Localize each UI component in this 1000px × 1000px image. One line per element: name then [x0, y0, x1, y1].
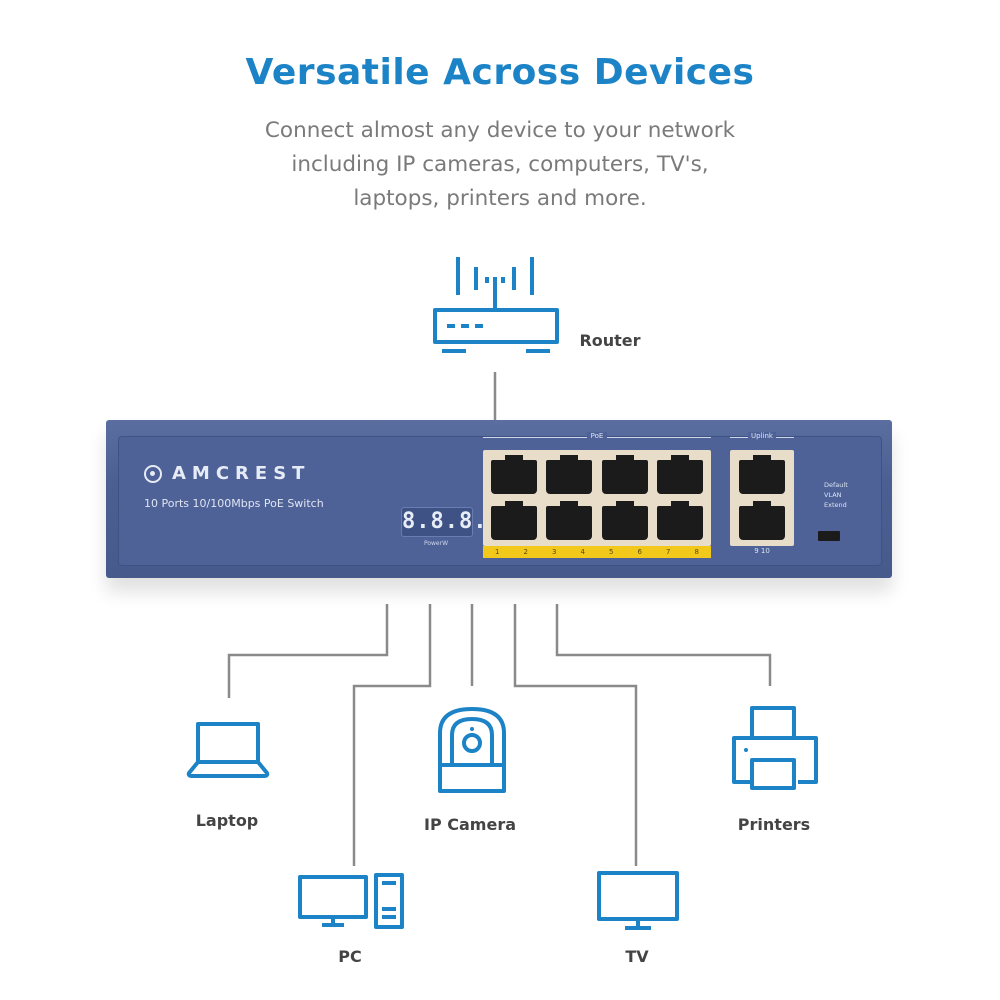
laptop-connector — [227, 604, 389, 698]
port-number: 3 — [552, 548, 557, 556]
power-display-label: PowerW — [423, 540, 449, 547]
port-number: 4 — [580, 548, 585, 556]
poe-port-8[interactable] — [657, 501, 703, 540]
poe-port-5[interactable] — [602, 455, 648, 494]
poe-switch: AMCREST 10 Ports 10/100Mbps PoE Switch 8… — [106, 420, 892, 578]
page-title: Versatile Across Devices — [245, 52, 755, 93]
router-icon — [433, 257, 559, 353]
mode-option: VLAN — [824, 491, 842, 499]
power-display: 8.8.8. — [401, 507, 486, 537]
mode-option: Default — [824, 481, 848, 489]
uplink-port-9[interactable] — [739, 455, 785, 494]
poe-port-numbers: 1 2 3 4 5 6 7 8 — [483, 546, 711, 558]
poe-port-3[interactable] — [546, 455, 592, 494]
port-number: 1 — [495, 548, 500, 556]
uplink-group-label: Uplink — [730, 432, 794, 440]
poe-group-text: PoE — [586, 432, 608, 440]
brand-name: AMCREST — [172, 463, 311, 484]
pc-label: PC — [338, 947, 362, 966]
uplink-group-text: Uplink — [748, 432, 776, 440]
laptop-icon — [186, 722, 270, 778]
printers-label: Printers — [737, 815, 811, 834]
mode-labels: Default VLAN Extend — [824, 480, 848, 510]
laptop-label: Laptop — [195, 811, 259, 830]
page-subtitle: Connect almost any device to your networ… — [0, 114, 1000, 216]
poe-port-6[interactable] — [602, 501, 648, 540]
poe-port-7[interactable] — [657, 455, 703, 494]
port-number: 5 — [609, 548, 614, 556]
mode-option: Extend — [824, 501, 847, 509]
amcrest-logo-icon — [144, 464, 162, 483]
uplink-port-10[interactable] — [739, 501, 785, 540]
poe-port-block — [483, 450, 711, 546]
uplink-port-block — [730, 450, 794, 546]
subtitle-line: including IP cameras, computers, TV's, — [291, 152, 709, 177]
tv-label: TV — [625, 947, 649, 966]
port-number: 8 — [694, 548, 699, 556]
mode-selector-switch[interactable] — [818, 531, 840, 541]
brand-logo: AMCREST — [144, 463, 310, 484]
subtitle-line: laptops, printers and more. — [353, 186, 647, 211]
port-number: 7 — [666, 548, 671, 556]
poe-port-2[interactable] — [491, 501, 537, 540]
router-label: Router — [579, 331, 641, 350]
poe-port-1[interactable] — [491, 455, 537, 494]
desktop-pc-icon — [298, 873, 404, 929]
tv-icon — [597, 871, 679, 930]
model-name: 10 Ports 10/100Mbps PoE Switch — [144, 497, 324, 510]
poe-group-label: PoE — [483, 432, 711, 440]
subtitle-line: Connect almost any device to your networ… — [264, 118, 736, 143]
pc-connector — [352, 604, 432, 866]
ip-camera-label: IP Camera — [424, 815, 516, 834]
tv-connector — [513, 604, 638, 866]
uplink-port-numbers: 9 10 — [754, 547, 770, 555]
printer-icon — [732, 706, 818, 790]
printers-connector — [555, 604, 772, 686]
port-number: 2 — [523, 548, 528, 556]
port-number: 6 — [637, 548, 642, 556]
poe-port-4[interactable] — [546, 501, 592, 540]
ip-camera-icon — [438, 707, 506, 793]
